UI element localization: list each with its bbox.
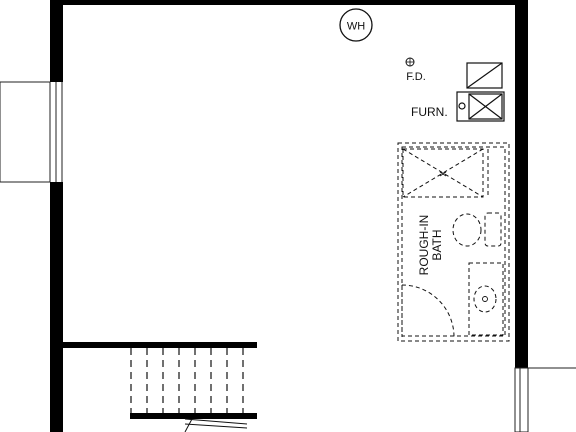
rough-in-bath-label: ROUGH-IN BATH [417, 215, 444, 276]
shower-tub [402, 148, 489, 198]
vanity-sink [468, 262, 504, 336]
toilet [452, 212, 502, 247]
water-heater: WH [339, 8, 373, 42]
left-window [0, 81, 63, 183]
water-heater-label: WH [347, 21, 365, 33]
floor-drain: F.D. [405, 57, 426, 83]
stair-lower-run [184, 418, 248, 432]
mechanical-box [466, 62, 503, 89]
bath-door-swing [401, 284, 455, 338]
floor-drain-label: F.D. [406, 71, 426, 83]
rough-in-label-line2: BATH [430, 229, 444, 260]
shower-drain [439, 171, 447, 177]
furnace [456, 91, 505, 122]
rough-in-bath [397, 142, 510, 342]
furnace-label: FURN. [411, 105, 448, 119]
walls [50, 0, 528, 432]
right-exterior-step [514, 367, 576, 432]
stairs [130, 348, 244, 413]
sink-drain [482, 296, 488, 302]
rough-in-label-line1: ROUGH-IN [417, 215, 431, 276]
